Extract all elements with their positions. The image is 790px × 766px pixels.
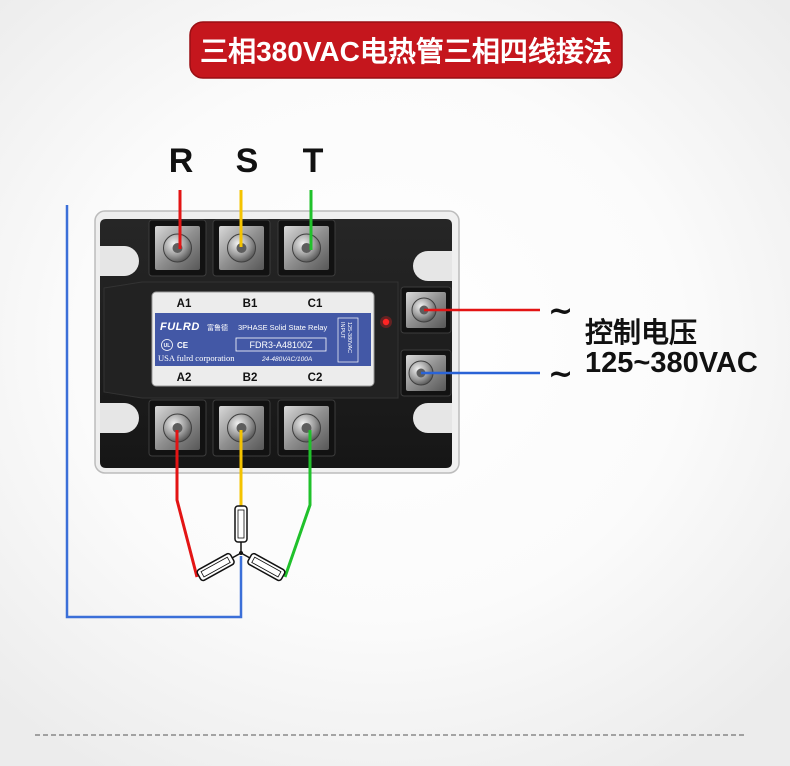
terminal-label-b1: B1 (243, 298, 258, 310)
phase-label-r: R (169, 142, 194, 180)
title-banner: 三相380VAC电热管三相四线接法 (189, 21, 623, 79)
terminal-b1 (212, 219, 271, 277)
heater-tube-t (240, 552, 286, 582)
status-led (382, 318, 390, 326)
heater-tube-r (196, 552, 242, 582)
terminal-a1 (148, 219, 207, 277)
mounting-slot-bottom-right (413, 403, 452, 433)
input-label: INPUT (339, 322, 345, 339)
terminal-label-b2: B2 (243, 372, 258, 384)
terminal-label-a1: A1 (177, 298, 192, 310)
terminal-c2 (277, 399, 336, 457)
mounting-slot-bottom-left (100, 403, 139, 433)
ac-symbol-b: ~ (548, 357, 573, 392)
ac-symbol-a: ~ (548, 294, 573, 329)
control-voltage-label: 控制电压 (585, 316, 697, 349)
terminal-screw-center (236, 243, 247, 253)
star-neutral-point (239, 551, 243, 555)
phase-t-load-wire (283, 430, 312, 578)
star-connected-heaters (196, 505, 286, 582)
heater-tube-core (237, 509, 245, 539)
ce-mark-text: CE (177, 341, 189, 350)
heater-tube-core (251, 556, 282, 578)
neutral-wire (65, 205, 243, 619)
heater-tube-body (247, 552, 286, 582)
mounting-slot-top-right (413, 251, 452, 281)
solid-state-relay: A1 B1 C1 FULRD 富鲁德 3PHASE Solid State Re… (94, 210, 460, 474)
terminal-label-c2: C2 (308, 372, 323, 384)
product-line-text: 3PHASE Solid State Relay (238, 323, 327, 332)
terminal-c1 (277, 219, 336, 277)
brand-logo: FULRD (160, 321, 200, 333)
nameplate-blue-field (155, 313, 371, 366)
phase-r-load-wire (175, 430, 199, 578)
relay-nameplate: A1 B1 C1 FULRD 富鲁德 3PHASE Solid State Re… (151, 291, 375, 387)
input-spec-box (337, 317, 359, 363)
rating-text: 24-480VAC/100A (261, 356, 312, 363)
terminal-a2 (148, 399, 207, 457)
brand-chinese-name: 富鲁德 (207, 323, 228, 332)
terminal-screw-center (236, 423, 247, 433)
heater-tube-s (234, 505, 248, 543)
model-box (235, 337, 327, 352)
title-text: 三相380VAC电热管三相四线接法 (200, 35, 612, 67)
heater-tube-body (196, 552, 235, 582)
heater-tube-core (200, 556, 231, 578)
terminal-label-c1: C1 (308, 298, 323, 310)
terminal-label-a2: A2 (177, 372, 192, 384)
terminal-screw-center (172, 423, 183, 433)
ul-mark-icon (161, 339, 173, 351)
title-banner-background (189, 21, 623, 79)
phase-label-t: T (303, 142, 324, 180)
mounting-slot-top-left (100, 246, 139, 276)
phase-label-s: S (236, 142, 259, 180)
model-number: FDR3-A48100Z (249, 340, 313, 350)
terminal-screw-center (301, 243, 312, 253)
control-voltage-range: 125~380VAC (585, 347, 758, 379)
ul-mark-text: UL (164, 343, 171, 349)
manufacturer-text: USA fulrd corporation (158, 353, 235, 363)
input-range: 125-380VAC (346, 322, 352, 353)
